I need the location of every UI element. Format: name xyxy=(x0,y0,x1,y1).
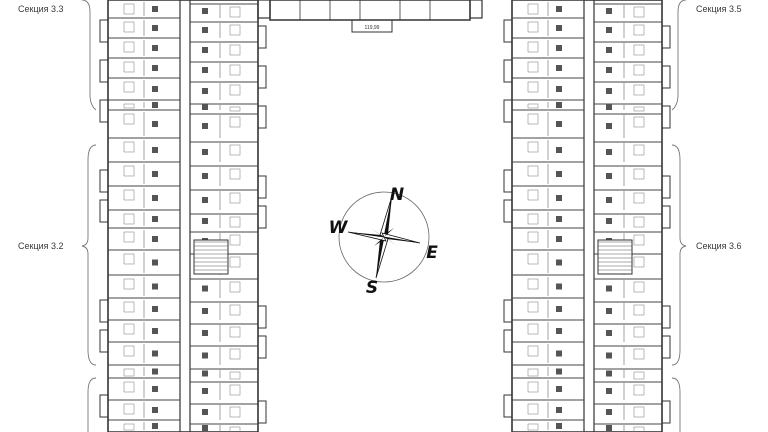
compass-north: N xyxy=(390,185,404,205)
building-wings xyxy=(99,0,671,432)
compass-west: W xyxy=(329,218,349,238)
compass-rose: N E S W xyxy=(329,185,439,298)
section-label-3-6: Секция 3.6 xyxy=(696,241,742,251)
center-block-label: 119,99 xyxy=(365,25,380,31)
compass-east: E xyxy=(426,243,438,263)
section-label-3-3: Секция 3.3 xyxy=(18,4,64,14)
section-label-3-5: Секция 3.5 xyxy=(696,4,742,14)
center-block: 119,99 xyxy=(269,0,471,33)
section-label-3-2: Секция 3.2 xyxy=(18,241,64,251)
compass-south: S xyxy=(366,278,378,298)
section-braces xyxy=(81,0,687,432)
